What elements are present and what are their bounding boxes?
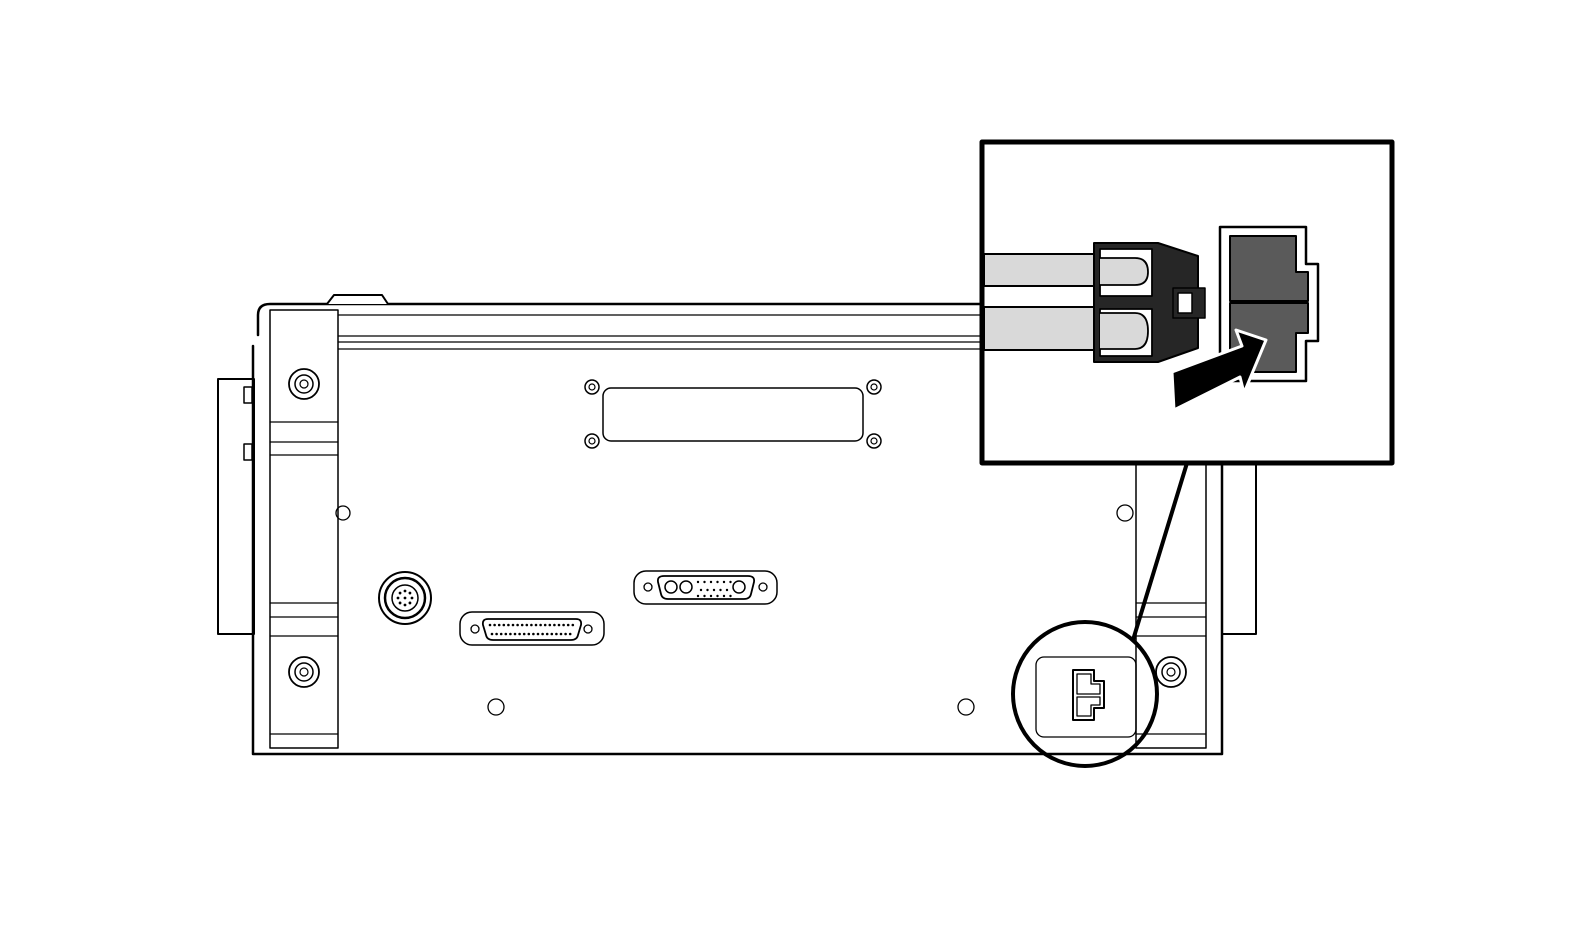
connector-pin — [703, 594, 706, 598]
callout-leader-line — [1131, 461, 1189, 642]
connector-pin — [408, 601, 412, 605]
connector-pin — [516, 623, 519, 627]
connector-pin — [719, 588, 722, 592]
connector-pin — [534, 623, 538, 627]
connector-pin — [562, 623, 565, 627]
mounting-hole — [335, 505, 351, 521]
right-flange — [1221, 461, 1257, 635]
connector-pin — [527, 632, 531, 636]
connector-pin — [410, 596, 414, 600]
power-receptacle[interactable] — [1035, 656, 1137, 738]
connector-pin — [488, 623, 492, 627]
top-latch — [326, 294, 389, 305]
left-rack-ear — [269, 309, 339, 749]
connector-pin — [532, 632, 535, 636]
connector-pin — [555, 632, 558, 636]
connector-pin — [403, 589, 407, 593]
connector-pin — [696, 594, 700, 598]
screw-icon — [584, 433, 600, 449]
connector-pin — [550, 632, 554, 636]
connector-pin — [722, 594, 726, 598]
connector-pin — [530, 623, 533, 627]
mounting-hole — [1116, 504, 1134, 522]
circular-connector-icon — [378, 571, 432, 625]
connector-pin — [553, 623, 556, 627]
connector-pin — [571, 623, 575, 627]
chassis — [217, 294, 1257, 756]
connector-pin — [497, 623, 501, 627]
connector-pin — [490, 632, 494, 636]
connector-pin — [557, 623, 561, 627]
connector-pin — [699, 588, 703, 592]
connector-pin — [712, 588, 716, 592]
left-flange — [217, 378, 255, 635]
connector-pin — [725, 588, 729, 592]
connector-pin — [703, 580, 706, 584]
left-flange-tab-lower — [243, 443, 253, 461]
connector-pin — [493, 623, 496, 627]
connector-pin — [398, 591, 402, 595]
d-sub-combo-connector-icon — [633, 570, 778, 605]
highlight-circle — [1011, 620, 1159, 768]
insertion-arrow-icon — [1170, 328, 1268, 412]
connector-pin — [511, 623, 515, 627]
connector-pin — [709, 580, 713, 584]
connector-pin — [539, 623, 542, 627]
connector-pin — [507, 623, 510, 627]
connector-pin — [398, 601, 402, 605]
callout-detail — [979, 139, 1395, 466]
left-flange-tab-upper — [243, 386, 253, 404]
screw-icon — [584, 379, 600, 395]
connector-pin — [513, 632, 517, 636]
connector-pin — [709, 594, 713, 598]
mounting-holes — [335, 504, 1134, 716]
connector-pin — [525, 623, 529, 627]
screw-icon — [1155, 656, 1187, 688]
connector-pin — [536, 632, 540, 636]
cover-plate — [584, 379, 882, 449]
mounting-hole — [487, 698, 505, 716]
connector-pin — [548, 623, 552, 627]
connector-pin — [706, 588, 709, 592]
screw-icon — [866, 433, 882, 449]
connector-pin — [543, 623, 547, 627]
screw-icon — [288, 656, 320, 688]
top-rail — [256, 302, 986, 337]
connector-pin — [495, 632, 498, 636]
connector-pin — [729, 594, 732, 598]
screw-icon — [288, 368, 320, 400]
connector-pin — [716, 594, 719, 598]
connector-pin — [518, 632, 521, 636]
connector-pin — [568, 632, 572, 636]
connector-pin — [522, 632, 526, 636]
screw-icon — [866, 379, 882, 395]
connector-pin — [408, 591, 412, 595]
connector-pin — [559, 632, 563, 636]
connector-pin — [403, 596, 407, 600]
connector-pin — [520, 623, 524, 627]
connector-pin — [566, 623, 570, 627]
connector-pin — [545, 632, 549, 636]
right-rack-ear — [1135, 461, 1207, 749]
connector-pin — [502, 623, 506, 627]
connector-pin — [729, 580, 732, 584]
connector-pin — [396, 596, 400, 600]
mounting-hole — [957, 698, 975, 716]
connector-pin — [564, 632, 567, 636]
panel-outline — [251, 344, 1224, 756]
plug-connector-icon — [1093, 242, 1206, 363]
connector-pin — [722, 580, 726, 584]
connector-pin — [403, 603, 407, 607]
connector-pin — [509, 632, 512, 636]
connector-pin — [696, 580, 700, 584]
connector-pin — [499, 632, 503, 636]
d-sub-37-connector-icon — [459, 611, 605, 646]
connector-pin — [716, 580, 719, 584]
connector-pin — [541, 632, 544, 636]
connector-pin — [504, 632, 508, 636]
